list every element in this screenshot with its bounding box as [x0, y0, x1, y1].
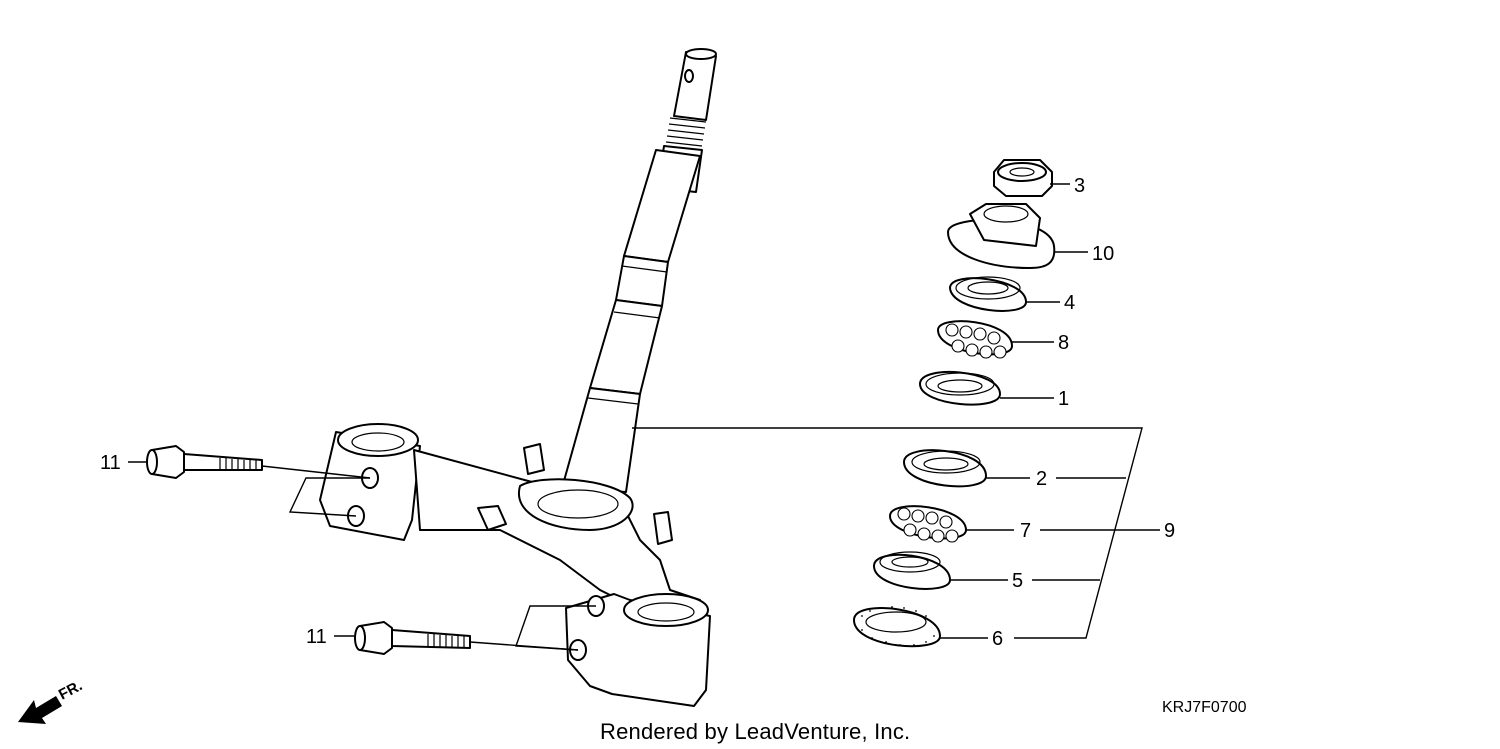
- label-part-1: 1: [1058, 388, 1069, 410]
- diagram-code: KRJ7F0700: [1162, 699, 1247, 716]
- label-part-4: 4: [1064, 292, 1075, 314]
- label-part-6: 6: [992, 628, 1003, 650]
- leader-lines: [128, 183, 1160, 651]
- label-part-9: 9: [1164, 520, 1175, 542]
- part-6-dust-seal: [853, 606, 941, 648]
- label-part-8: 8: [1058, 332, 1069, 354]
- steering-stem: [561, 48, 717, 493]
- rendered-by-credit: Rendered by LeadVenture, Inc.: [600, 719, 910, 744]
- label-part-7: 7: [1020, 520, 1031, 542]
- part-10-adjusting-nut: [947, 203, 1056, 269]
- part-8-bearing: [937, 320, 1013, 359]
- label-part-5: 5: [1012, 570, 1023, 592]
- front-direction-arrow: FR.: [18, 677, 85, 724]
- part-1-ball-race: [919, 370, 1001, 406]
- label-part-11-lower: 11: [306, 626, 327, 648]
- part-7-bearing: [889, 505, 967, 543]
- label-part-11-upper: 11: [100, 452, 121, 474]
- part-4-cone-race: [949, 276, 1027, 312]
- label-part-10: 10: [1092, 243, 1114, 265]
- bolt-lower: [354, 621, 471, 655]
- bottom-bridge: [319, 423, 711, 707]
- label-part-3: 3: [1074, 175, 1085, 197]
- part-labels: 3 10 4 8 1 2 7 9 5 6 11 11: [100, 175, 1175, 650]
- label-part-2: 2: [1036, 468, 1047, 490]
- part-5-cone-race: [873, 551, 951, 590]
- part-3-lock-nut: [993, 159, 1053, 197]
- part-2-ball-race: [903, 449, 987, 488]
- bolt-upper: [146, 445, 263, 479]
- front-label: FR.: [56, 677, 85, 703]
